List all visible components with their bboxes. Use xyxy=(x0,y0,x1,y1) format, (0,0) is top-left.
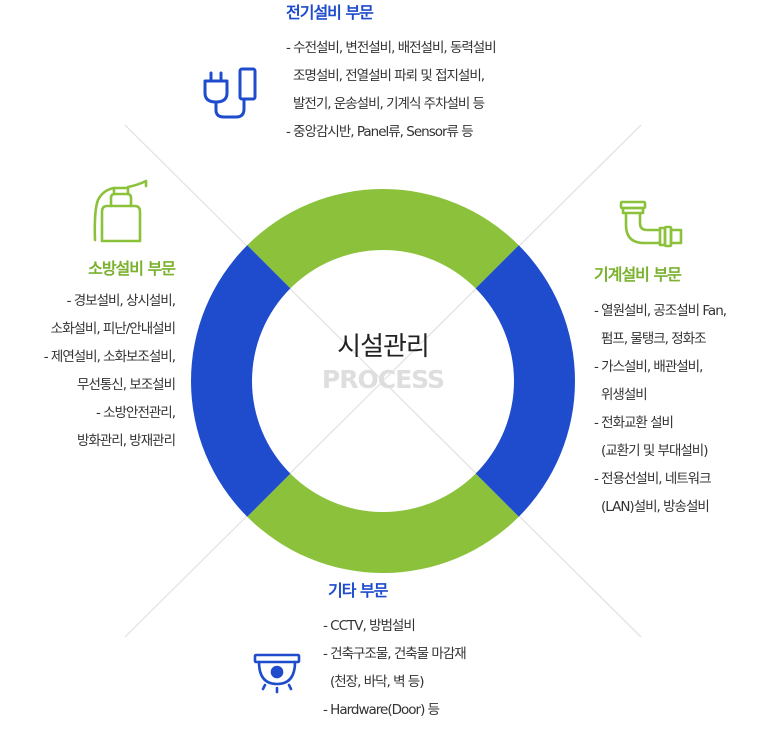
list-item-line: - 경보설비, 상시설비, xyxy=(66,293,176,309)
list-item-line: 위생설비 xyxy=(601,387,648,403)
mechanical-items: - 열원설비, 공조설비 Fan, 펌프, 물탱크, 정화조 - 가스설비, 배관설… xyxy=(594,297,727,521)
list-item-line: 조명설비, 전열설비 파뢰 및 접지설비, xyxy=(293,68,485,84)
list-item: - 제연설비, 소화보조설비, 무선통신, 보조설비 xyxy=(43,343,176,399)
fire-extinguisher-icon xyxy=(93,179,148,243)
fire-items: - 경보설비, 상시설비, 소화설비, 피난/안내설비 - 제연설비, 소화보조설비… xyxy=(43,287,176,455)
cctv-camera-icon xyxy=(253,653,301,694)
list-item-line: - Hardware(Door) 등 xyxy=(323,702,440,718)
other-items: - CCTV, 방범설비 - 건축구조물, 건축물 마감재 (천장, 바닥, 벽 등… xyxy=(323,612,467,724)
pipe-icon xyxy=(619,200,683,248)
list-item-line: - 제연설비, 소화보조설비, xyxy=(43,349,176,365)
list-item: - 건축구조물, 건축물 마감재 (천장, 바닥, 벽 등) xyxy=(323,640,467,696)
list-item: - 중앙감시반, Panel류, Sensor류 등 xyxy=(286,118,496,146)
list-item-line: 발전기, 운송설비, 기계식 주차설비 등 xyxy=(293,96,485,112)
diagonal-divider-lines xyxy=(124,124,642,638)
ring-segment-left xyxy=(190,245,291,517)
list-item-line: - 중앙감시반, Panel류, Sensor류 등 xyxy=(286,124,474,140)
ring-segment-bottom xyxy=(247,473,519,573)
plug-icon xyxy=(203,67,257,119)
fire-section: 소방설비 부문 - 경보설비, 상시설비, 소화설비, 피난/안내설비 - 제연설비… xyxy=(43,259,176,455)
list-item-line: 무선통신, 보조설비 xyxy=(77,377,176,393)
fire-section-title: 소방설비 부문 xyxy=(88,259,176,278)
list-item-line: - 소방안전관리, xyxy=(96,405,176,421)
list-item-line: - 열원설비, 공조설비 Fan, xyxy=(594,303,727,319)
list-item-line: 소화설비, 피난/안내설비 xyxy=(50,321,176,337)
list-item-line: - 건축구조물, 건축물 마감재 xyxy=(323,646,467,662)
list-item-line: 펌프, 물탱크, 정화조 xyxy=(601,331,707,347)
list-item: - 가스설비, 배관설비, 위생설비 xyxy=(594,353,726,409)
list-item: - 열원설비, 공조설비 Fan, 펌프, 물탱크, 정화조 xyxy=(594,297,727,353)
list-item-line: - 가스설비, 배관설비, xyxy=(594,359,703,375)
center-label: 시설관리 PROCESS xyxy=(283,330,483,396)
ring xyxy=(190,189,576,573)
list-item-line: (천장, 바닥, 벽 등) xyxy=(330,674,425,690)
mechanical-section-title: 기계설비 부문 xyxy=(594,265,682,284)
list-item-line: - 전용선설비, 네트워크 xyxy=(594,471,712,487)
center-title: 시설관리 xyxy=(337,332,430,362)
mechanical-section: 기계설비 부문 - 열원설비, 공조설비 Fan, 펌프, 물탱크, 정화조 - 가… xyxy=(594,265,727,521)
list-item-line: (교환기 및 부대설비) xyxy=(601,443,708,459)
other-section: 기타 부문 - CCTV, 방범설비 - 건축구조물, 건축물 마감재 (천장, 바… xyxy=(323,581,467,724)
list-item: - 경보설비, 상시설비, 소화설비, 피난/안내설비 xyxy=(44,287,176,343)
list-item: - 소방안전관리, 방화관리, 방재관리 xyxy=(44,399,176,455)
diagonal-line xyxy=(124,124,642,638)
center-subtitle: PROCESS xyxy=(321,365,445,394)
other-section-title: 기타 부문 xyxy=(328,581,388,600)
list-item: - 전화교환 설비 (교환기 및 부대설비) xyxy=(594,409,726,465)
electrical-section-title: 전기설비 부문 xyxy=(286,3,374,22)
ring-segment-right xyxy=(475,245,576,517)
list-item: - 전용선설비, 네트워크 (LAN)설비, 방송설비 xyxy=(594,465,726,521)
ring-segment-top xyxy=(247,189,519,289)
list-item: - CCTV, 방범설비 xyxy=(323,612,466,640)
list-item-line: - 전화교환 설비 xyxy=(594,415,674,431)
list-item-line: (LAN)설비, 방송설비 xyxy=(601,499,710,515)
list-item-line: - 수전설비, 변전설비, 배전설비, 동력설비 xyxy=(286,40,497,56)
list-item-line: 방화관리, 방재관리 xyxy=(77,433,176,449)
list-item: - Hardware(Door) 등 xyxy=(323,696,466,724)
list-item-line: - CCTV, 방범설비 xyxy=(323,618,416,634)
